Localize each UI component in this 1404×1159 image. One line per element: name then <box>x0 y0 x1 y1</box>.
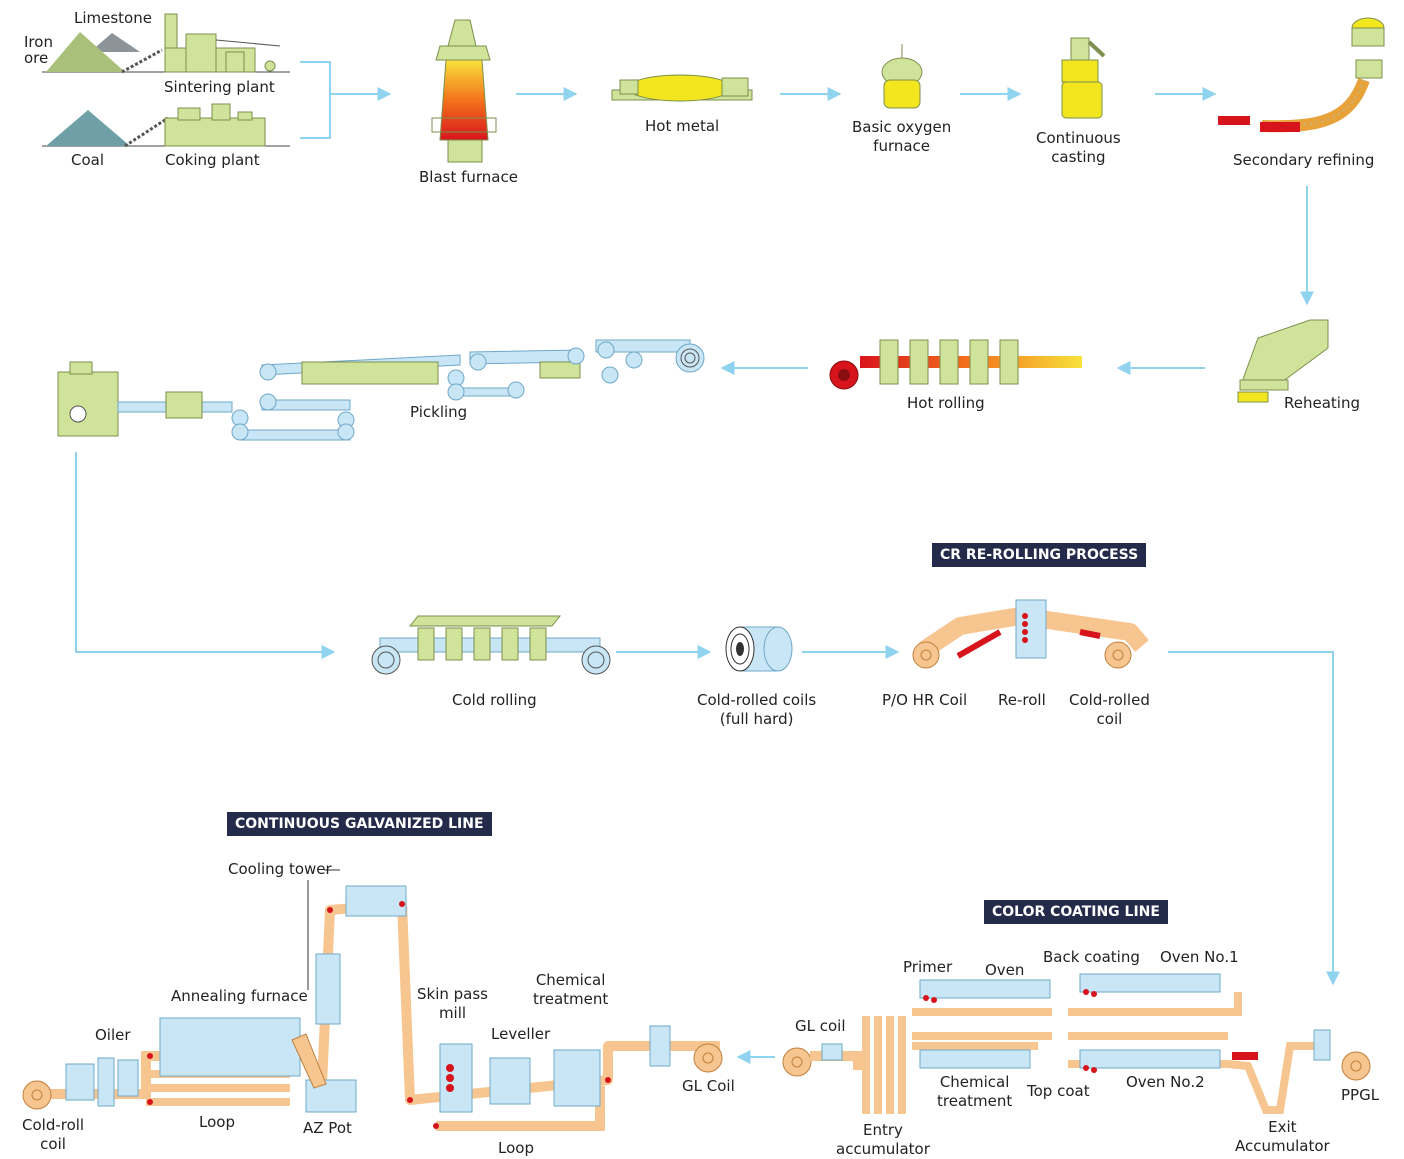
label-skin-pass-mill: Skin pass mill <box>417 985 488 1022</box>
label-entry-accumulator: Entry accumulator <box>836 1121 930 1158</box>
hot-rolling-mill-illustration <box>829 339 1082 390</box>
label-oven: Oven <box>985 961 1025 979</box>
raw-materials-illustration <box>42 13 290 148</box>
sintering-plant-building <box>164 13 276 73</box>
color-coating-line-illustration <box>782 973 1371 1114</box>
secondary-refining-illustration <box>1218 17 1385 133</box>
label-pickling: Pickling <box>410 403 468 421</box>
label-cooling-tower: Cooling tower <box>228 860 332 878</box>
label-reheating: Reheating <box>1284 394 1360 412</box>
label-back-coating: Back coating <box>1043 948 1140 966</box>
cr-reroll-illustration <box>912 599 1149 669</box>
label-continuous-casting: Continuous casting <box>1036 129 1121 166</box>
reheating-furnace-illustration <box>1237 319 1329 403</box>
label-sintering-plant: Sintering plant <box>164 78 275 96</box>
label-primer: Primer <box>903 958 953 976</box>
label-cold-roll-coil: Cold-roll coil <box>22 1116 85 1153</box>
label-az-pot: AZ Pot <box>303 1119 352 1137</box>
arrow-reroll-to-colorcoating <box>1168 651 1340 986</box>
label-chemical-treatment-ccl: Chemical treatment <box>937 1073 1013 1110</box>
banner-cr-rerolling: CR RE-ROLLING PROCESS <box>932 543 1147 567</box>
arrow-pickling-to-coldrolling <box>75 452 336 659</box>
label-top-coat: Top coat <box>1027 1082 1090 1100</box>
merge-bracket <box>300 61 390 139</box>
label-gl-coil-entry: GL coil <box>795 1017 846 1035</box>
label-leveller: Leveller <box>491 1025 551 1043</box>
label-blast-furnace: Blast furnace <box>419 168 518 186</box>
label-cold-rolled-coils: Cold-rolled coils (full hard) <box>697 691 817 728</box>
label-oiler: Oiler <box>95 1026 131 1044</box>
coking-plant-building <box>164 103 266 147</box>
continuous-casting-illustration <box>1061 37 1106 119</box>
label-coking-plant: Coking plant <box>165 151 260 169</box>
label-coal: Coal <box>71 151 105 169</box>
limestone-pile <box>90 33 140 52</box>
label-annealing-furnace: Annealing furnace <box>171 987 308 1005</box>
banner-continuous-galvanized-line: CONTINUOUS GALVANIZED LINE <box>227 812 492 836</box>
label-loop-1: Loop <box>199 1113 235 1131</box>
label-po-hr-coil: P/O HR Coil <box>882 691 968 709</box>
label-chemical-treatment-galv: Chemical treatment <box>533 971 609 1008</box>
hot-metal-car-illustration <box>611 74 753 102</box>
basic-oxygen-furnace-illustration <box>881 44 923 109</box>
cold-rolled-coil-illustration <box>725 626 793 672</box>
label-limestone: Limestone <box>74 9 152 27</box>
flow-arrows <box>75 61 1340 1064</box>
label-basic-oxygen-furnace: Basic oxygen furnace <box>852 118 952 155</box>
label-cold-rolled-coil: Cold-rolled coil <box>1069 691 1150 728</box>
label-hot-rolling: Hot rolling <box>907 394 985 412</box>
pickling-line-illustration <box>57 339 705 441</box>
coal-pile <box>46 110 130 146</box>
label-cold-rolling: Cold rolling <box>452 691 537 709</box>
galvanized-line-illustration <box>22 869 723 1131</box>
label-hot-metal: Hot metal <box>645 117 720 135</box>
label-secondary-refining: Secondary refining <box>1233 151 1375 169</box>
label-oven-no1: Oven No.1 <box>1160 948 1239 966</box>
cold-rolling-mill-illustration <box>371 615 611 675</box>
label-gl-coil: GL Coil <box>682 1077 735 1095</box>
label-ppgl: PPGL <box>1341 1086 1380 1104</box>
label-re-roll: Re-roll <box>998 691 1046 709</box>
banner-color-coating-line: COLOR COATING LINE <box>984 900 1168 924</box>
blast-furnace-illustration <box>431 19 497 163</box>
label-oven-no2: Oven No.2 <box>1126 1073 1205 1091</box>
iron-ore-pile <box>46 32 125 72</box>
label-exit-accumulator: Exit Accumulator <box>1235 1118 1330 1155</box>
label-loop-2: Loop <box>498 1139 534 1157</box>
label-iron-ore: Iron ore <box>24 33 53 67</box>
